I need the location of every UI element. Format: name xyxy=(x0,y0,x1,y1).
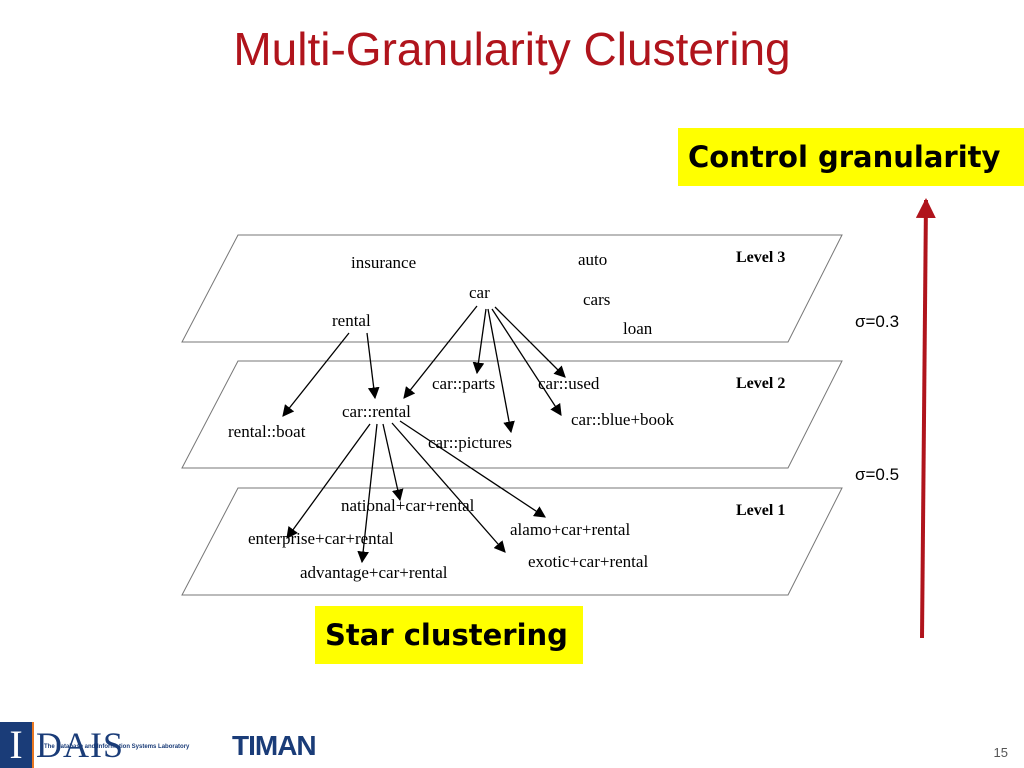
arrow-car-to-car-blue-book xyxy=(491,308,562,416)
arrow-car-rental-to-exotic xyxy=(391,422,506,553)
term-insurance: insurance xyxy=(351,253,416,272)
star-clustering-callout: Star clustering xyxy=(315,606,583,664)
arrow-car-to-car-pictures xyxy=(487,308,515,434)
page-number: 15 xyxy=(993,745,1008,760)
arrow-car-rental-to-advantage xyxy=(357,423,378,564)
sigma-lower-label: σ=0.5 xyxy=(855,465,899,484)
arrow-car-to-car-used xyxy=(494,306,566,378)
arrow-car-rental-to-national xyxy=(382,423,404,502)
dais-lab-caption: The Database and Information Systems Lab… xyxy=(44,744,190,750)
term-enterprise-car-rental: enterprise+car+rental xyxy=(248,529,394,548)
term-auto: auto xyxy=(578,250,607,269)
control-granularity-callout: Control granularity xyxy=(678,128,1024,186)
term-car-used: car::used xyxy=(538,374,600,393)
arrow-car-rental-to-alamo xyxy=(399,420,546,518)
level-1-plane xyxy=(181,487,843,596)
level-3-plane xyxy=(181,234,843,343)
timan-logo: TIMAN xyxy=(232,730,317,761)
term-car-pictures: car::pictures xyxy=(428,433,512,452)
arrow-car-rental-to-enterprise xyxy=(286,423,371,539)
term-car-blue-book: car::blue+book xyxy=(571,410,675,429)
term-car-rental: car::rental xyxy=(342,402,411,421)
level-2-label: Level 2 xyxy=(736,375,785,392)
term-alamo-car-rental: alamo+car+rental xyxy=(510,520,630,539)
term-advantage-car-rental: advantage+car+rental xyxy=(300,563,448,582)
term-loan: loan xyxy=(623,319,653,338)
illinois-logo: I xyxy=(0,722,34,768)
arrow-car-to-car-parts xyxy=(472,308,487,375)
granularity-arrow xyxy=(915,198,936,639)
slide-title: Multi-Granularity Clustering xyxy=(233,23,791,75)
arrow-rental-to-car-rental xyxy=(366,332,380,400)
term-car-parts: car::parts xyxy=(432,374,495,393)
level-1-label: Level 1 xyxy=(736,502,785,519)
sigma-upper-label: σ=0.3 xyxy=(855,312,899,331)
term-exotic-car-rental: exotic+car+rental xyxy=(528,552,648,571)
arrow-rental-to-rental-boat xyxy=(282,332,350,417)
term-rental-boat: rental::boat xyxy=(228,422,306,441)
level-2-plane xyxy=(181,360,843,469)
term-cars: cars xyxy=(583,290,610,309)
term-national-car-rental: national+car+rental xyxy=(341,496,475,515)
dais-logo: DAIS xyxy=(36,725,125,765)
level-3-label: Level 3 xyxy=(736,249,785,266)
term-car: car xyxy=(469,283,490,302)
term-rental: rental xyxy=(332,311,371,330)
arrow-car-to-car-rental xyxy=(403,305,478,399)
